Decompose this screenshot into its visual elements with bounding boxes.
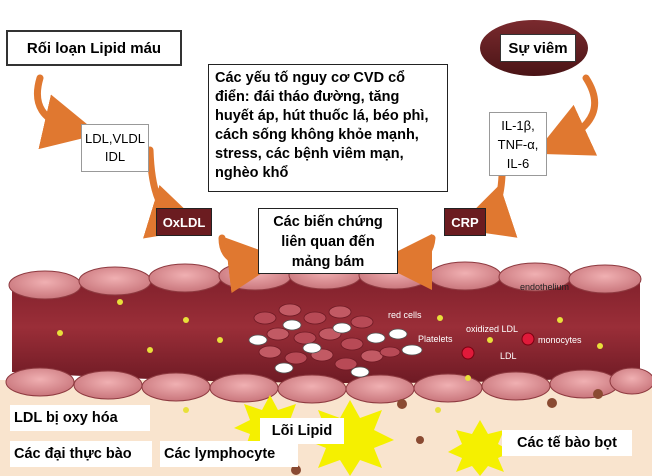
label-red-cells: red cells	[388, 310, 422, 320]
monocytes	[461, 332, 535, 360]
cytokine-il6: IL-6	[506, 156, 530, 171]
ldl-particles	[57, 299, 603, 353]
inflammation-box: Sự viêm	[500, 34, 576, 62]
vessel-wall	[12, 271, 640, 384]
inflammation-label: Sự viêm	[508, 39, 568, 57]
foam-cells-label: Các tế bào bọt	[517, 435, 617, 451]
ldl-vldl-line-1: LDL,VLDL	[85, 131, 145, 146]
cytokines-box: IL-1β, TNF-α, IL-6	[489, 112, 547, 176]
oxidized-ldl-vi-box: LDL bị oxy hóa	[10, 405, 150, 431]
label-endothelium: endothelium	[520, 282, 570, 292]
red-cell-cluster	[248, 303, 423, 378]
crp-label: CRP	[451, 214, 479, 230]
label-oxidized-ldl: oxidized LDL	[466, 324, 519, 334]
label-platelets: Platelets	[418, 334, 453, 344]
oxldl-box: OxLDL	[156, 208, 212, 236]
tissue-particles	[183, 375, 603, 475]
ldl-vldl-box: LDL,VLDL IDL	[81, 124, 149, 172]
endothelial-cells-bottom	[5, 367, 652, 404]
macrophages-box: Các đại thực bào	[10, 441, 152, 467]
lipid-core-box: Lõi Lipid	[260, 418, 344, 444]
oxldl-label: OxLDL	[162, 214, 206, 230]
label-ldl: LDL	[500, 351, 517, 361]
cvd-risk-text: Các yếu tố nguy cơ CVD cổ điển: đái tháo…	[215, 70, 429, 181]
label-monocytes: monocytes	[538, 335, 582, 345]
oxidized-ldl-vi-label: LDL bị oxy hóa	[14, 410, 118, 426]
cytokine-il1b: IL-1β,	[501, 118, 535, 133]
lymphocytes-label: Các lymphocyte	[164, 446, 276, 462]
lipid-disorder-box: Rối loạn Lipid máu	[6, 30, 182, 66]
plaque-complications-text: Các biến chứng liên quan đến mảng bám	[273, 214, 383, 270]
cytokine-tnfa: TNF-α,	[497, 137, 539, 152]
foam-cells-box: Các tế bào bọt	[502, 430, 632, 456]
plaque-complications-box: Các biến chứng liên quan đến mảng bám	[258, 208, 398, 274]
macrophages-label: Các đại thực bào	[14, 446, 132, 462]
lipid-core-label: Lõi Lipid	[271, 423, 333, 439]
lymphocytes-box: Các lymphocyte	[160, 441, 298, 467]
ldl-vldl-line-2: IDL	[104, 149, 126, 164]
starburst-right	[448, 420, 512, 476]
crp-box: CRP	[444, 208, 486, 236]
lipid-disorder-label: Rối loạn Lipid máu	[26, 39, 162, 57]
cvd-risk-box: Các yếu tố nguy cơ CVD cổ điển: đái tháo…	[208, 64, 448, 192]
